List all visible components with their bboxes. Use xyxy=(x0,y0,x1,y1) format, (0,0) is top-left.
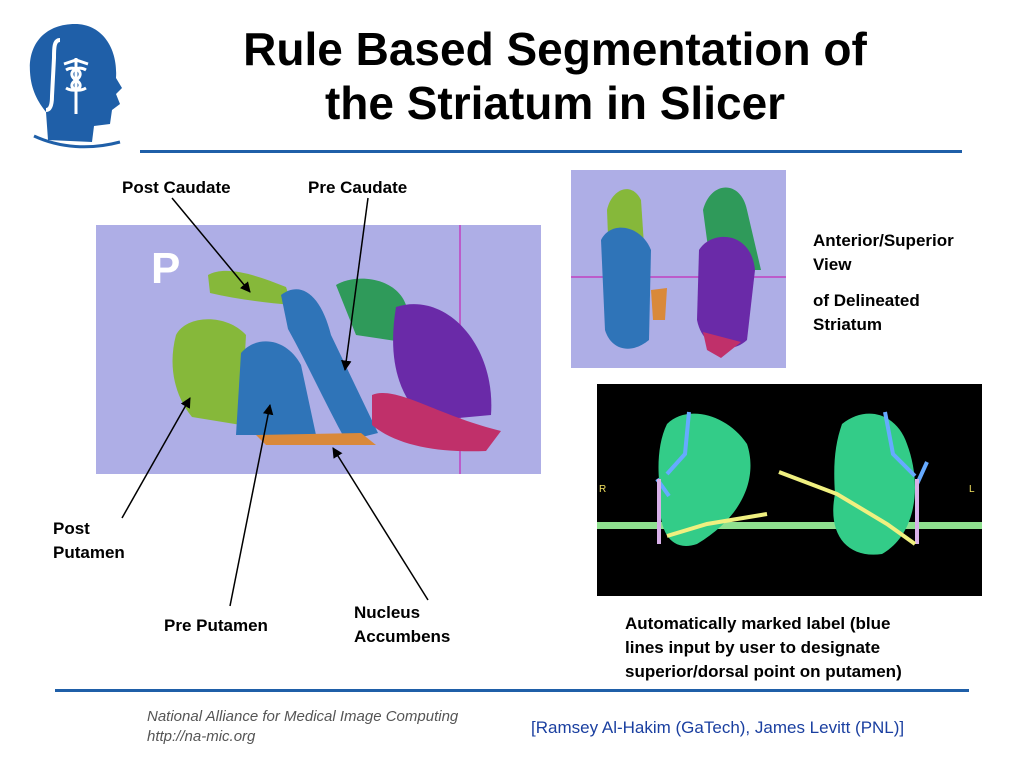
view-marker: P xyxy=(151,244,180,293)
pre-putamen-shape xyxy=(236,341,316,435)
slice-caption: Automatically marked label (blue lines i… xyxy=(625,614,902,681)
label-post-caudate: Post Caudate xyxy=(122,178,231,197)
arrow-pre-caudate xyxy=(341,197,369,372)
slice-mark-left: R xyxy=(599,484,606,495)
view-description: Anterior/Superior View of Delineated Str… xyxy=(813,231,954,334)
footer-org: National Alliance for Medical Image Comp… xyxy=(147,708,459,745)
arrow-post-putamen xyxy=(121,397,191,519)
putamen-purple-shape xyxy=(393,304,492,421)
striatum-3d-view: P xyxy=(96,225,541,474)
arrow-nucleus-accumbens xyxy=(332,447,429,601)
slice-mark-right: L xyxy=(969,484,975,495)
caduceus-icon xyxy=(63,58,89,114)
label-post-putamen: Post Putamen xyxy=(53,519,125,562)
magenta-shape xyxy=(372,393,501,452)
arrow-post-caudate xyxy=(171,197,251,293)
label-pre-putamen: Pre Putamen xyxy=(164,616,268,635)
label-pre-caudate: Pre Caudate xyxy=(308,178,408,197)
arrow-pre-putamen xyxy=(229,403,274,607)
header-divider xyxy=(140,150,962,153)
integral-icon xyxy=(45,38,61,112)
pre-caudate-shape xyxy=(281,289,378,441)
right-green-shape xyxy=(336,278,406,341)
footer-credit: [Ramsey Al-Hakim (GaTech), James Levitt … xyxy=(531,718,905,737)
post-putamen-shape xyxy=(172,319,246,425)
segmentation-slice: R L xyxy=(597,384,982,596)
nucleus-accumbens-shape xyxy=(256,433,376,445)
na-mic-logo xyxy=(29,24,122,149)
label-nucleus-accumbens: Nucleus Accumbens xyxy=(354,603,451,646)
page-title: Rule Based Segmentation of the Striatum … xyxy=(243,23,867,129)
anterior-superior-view xyxy=(571,170,786,368)
footer-divider xyxy=(55,689,969,692)
